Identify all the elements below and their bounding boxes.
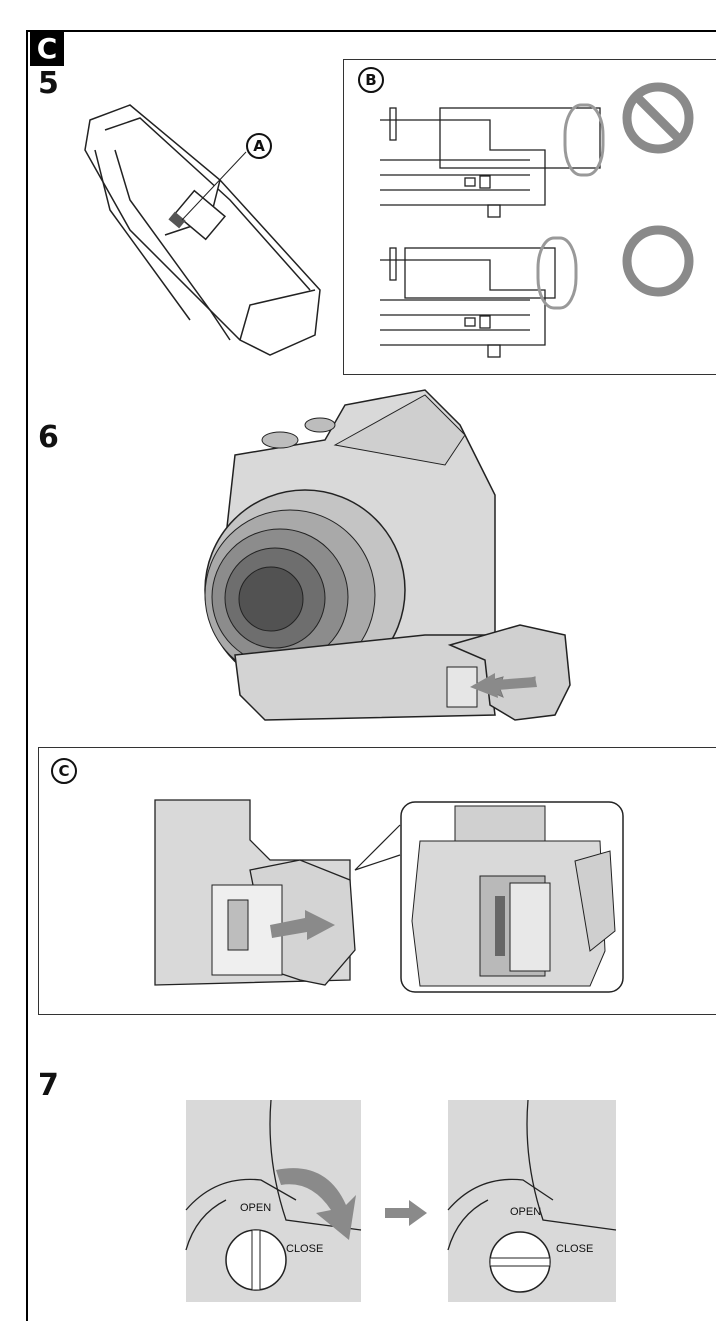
grip-interior-detail-illustration	[400, 801, 624, 993]
knob-close-label: CLOSE	[286, 1243, 324, 1255]
section-left-rule	[26, 30, 28, 1321]
knob-open-label: OPEN	[240, 1202, 272, 1214]
knob-close-label-closed-state: CLOSE	[556, 1243, 594, 1255]
grip-insert-closeup-illustration	[154, 799, 356, 986]
camera-with-grip-illustration	[204, 389, 571, 721]
section-badge: C	[30, 32, 64, 66]
section-top-rule	[26, 30, 716, 32]
incorrect-insertion-illustration	[380, 103, 605, 218]
prohibited-icon	[622, 82, 694, 154]
correct-insertion-illustration	[380, 236, 578, 358]
pointer-line	[354, 824, 401, 871]
ok-circle-icon	[622, 225, 694, 297]
callout-a: A	[246, 133, 272, 159]
arrow-right-icon	[385, 1200, 427, 1226]
battery-holder-illustration	[84, 104, 321, 356]
box-b-frame	[343, 59, 716, 375]
step-6-number: 6	[38, 420, 59, 455]
step-7-number: 7	[38, 1068, 59, 1103]
callout-b: B	[358, 67, 384, 93]
callout-c: C	[51, 758, 77, 784]
knob-open-label-closed-state: OPEN	[510, 1206, 542, 1218]
step-5-number: 5	[38, 66, 59, 101]
grip-knob-closed-illustration	[447, 1099, 617, 1302]
grip-knob-open-illustration	[185, 1099, 362, 1302]
box-c-frame	[38, 747, 716, 1015]
